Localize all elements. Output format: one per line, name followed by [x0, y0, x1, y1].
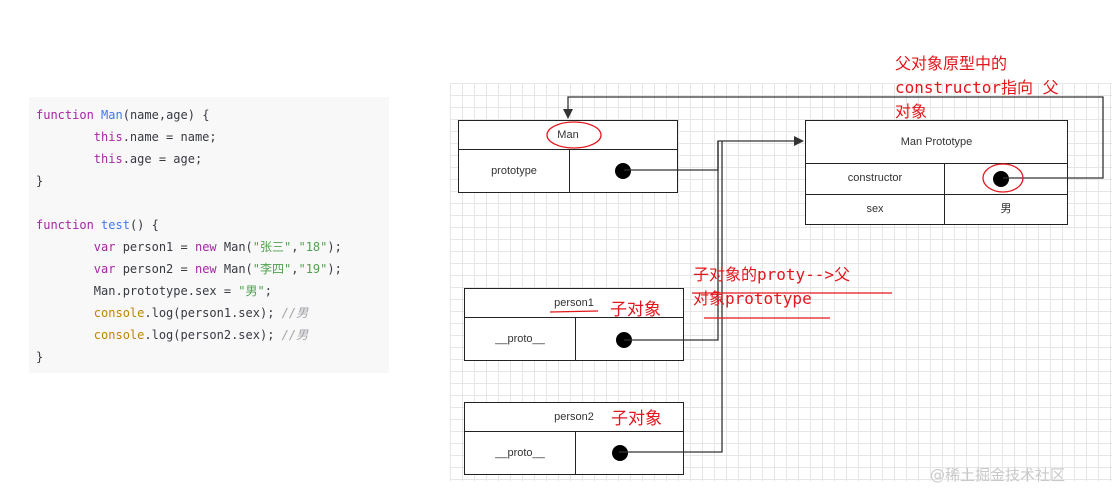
code-token: , — [291, 262, 299, 276]
code-line: } — [36, 170, 43, 192]
child-object-annotation-2: 子对象 — [611, 409, 662, 429]
constructor-annotation: 父对象原型中的 constructor指向 父 对象 — [895, 54, 1059, 121]
code-token: person2 = — [115, 262, 195, 276]
person2-box: person2 __proto__ — [464, 402, 684, 475]
person1-box: person1 __proto__ — [464, 288, 684, 361]
code-token: ); — [327, 262, 342, 276]
person2-proto-pointer-dot — [612, 445, 628, 461]
code-token: .age = age; — [122, 152, 203, 166]
constructor-pointer-dot — [993, 171, 1009, 187]
code-line: console.log(person2.sex); //男 — [36, 324, 308, 346]
code-token: "张三" — [252, 240, 292, 254]
code-token: function — [36, 108, 102, 122]
code-token: new — [194, 262, 217, 276]
code-token: person1 = — [115, 240, 195, 254]
code-token: , — [291, 240, 299, 254]
code-token: console — [93, 328, 145, 342]
man-prototype-box: Man Prototype constructor sex 男 — [805, 120, 1068, 225]
person1-red-underline — [549, 310, 599, 313]
code-token: Man( — [216, 262, 253, 276]
code-token: this — [93, 152, 123, 166]
code-token: ; — [264, 284, 272, 298]
code-token: "李四" — [252, 262, 292, 276]
code-line: var person2 = new Man("李四","19"); — [36, 258, 342, 280]
sex-value: 男 — [1000, 203, 1012, 215]
code-line: this.age = age; — [36, 148, 202, 170]
code-token: this — [93, 130, 123, 144]
code-token: .log(person1.sex); — [144, 306, 282, 320]
code-line: console.log(person1.sex); //男 — [36, 302, 308, 324]
code-token: (name,age) { — [122, 108, 210, 122]
code-line: this.name = name; — [36, 126, 217, 148]
code-token: .name = name; — [122, 130, 217, 144]
code-token: "18" — [298, 240, 328, 254]
code-line: var person1 = new Man("张三","18"); — [36, 236, 342, 258]
person1-title: person1 — [465, 289, 683, 318]
code-token: () { — [129, 218, 159, 232]
man-prototype-row-divider — [806, 194, 1068, 195]
code-token: function — [36, 218, 102, 232]
code-line: function test() { — [36, 214, 159, 236]
code-panel: function Man(name,age) { this.name = nam… — [29, 97, 389, 373]
man-box-prototype-label: prototype — [491, 165, 537, 177]
constructor-red-circle — [982, 163, 1024, 193]
code-token: //男 — [281, 306, 309, 320]
person1-divider — [575, 317, 576, 361]
person1-proto-arrow — [624, 141, 719, 341]
man-prototype-col-divider — [944, 163, 945, 225]
code-token: "19" — [298, 262, 328, 276]
code-token: Man — [101, 108, 123, 122]
code-token: new — [194, 240, 217, 254]
code-token: console — [93, 306, 145, 320]
person2-title: person2 — [465, 403, 683, 432]
man-box: Man prototype — [458, 120, 678, 193]
man-prototype-arrow — [624, 136, 804, 171]
code-token: Man.prototype.sex = — [36, 284, 239, 298]
watermark: @稀土掘金技术社区 — [930, 466, 1066, 484]
code-token: Man( — [216, 240, 253, 254]
constructor-label: constructor — [847, 172, 903, 184]
code-token: } — [36, 350, 44, 364]
child-object-annotation-1: 子对象 — [610, 300, 661, 320]
person1-proto-label: __proto__ — [495, 333, 545, 345]
code-token: .log(person2.sex); — [144, 328, 282, 342]
code-token: var — [93, 262, 116, 276]
code-token: } — [36, 174, 44, 188]
man-box-divider — [569, 149, 570, 193]
code-token: var — [93, 240, 116, 254]
code-line: } — [36, 346, 43, 368]
code-line: Man.prototype.sex = "男"; — [36, 280, 272, 302]
code-line: function Man(name,age) { — [36, 104, 209, 126]
person2-divider — [575, 431, 576, 475]
code-token: "男" — [238, 284, 265, 298]
person2-proto-label: __proto__ — [495, 447, 545, 459]
person2-proto-arrow — [619, 141, 723, 453]
code-token: //男 — [281, 328, 309, 342]
man-box-title: Man — [459, 121, 677, 150]
constructor-to-man-arrow — [563, 96, 1104, 179]
man-red-circle — [546, 121, 602, 149]
code-token: test — [101, 218, 130, 232]
sex-label: sex — [866, 203, 884, 215]
prototype-annotation: 子对象的proty-->父 对象prototype — [693, 265, 851, 308]
code-token: ); — [327, 240, 342, 254]
man-prototype-title: Man Prototype — [806, 121, 1067, 164]
man-prototype-pointer-dot — [615, 163, 631, 179]
